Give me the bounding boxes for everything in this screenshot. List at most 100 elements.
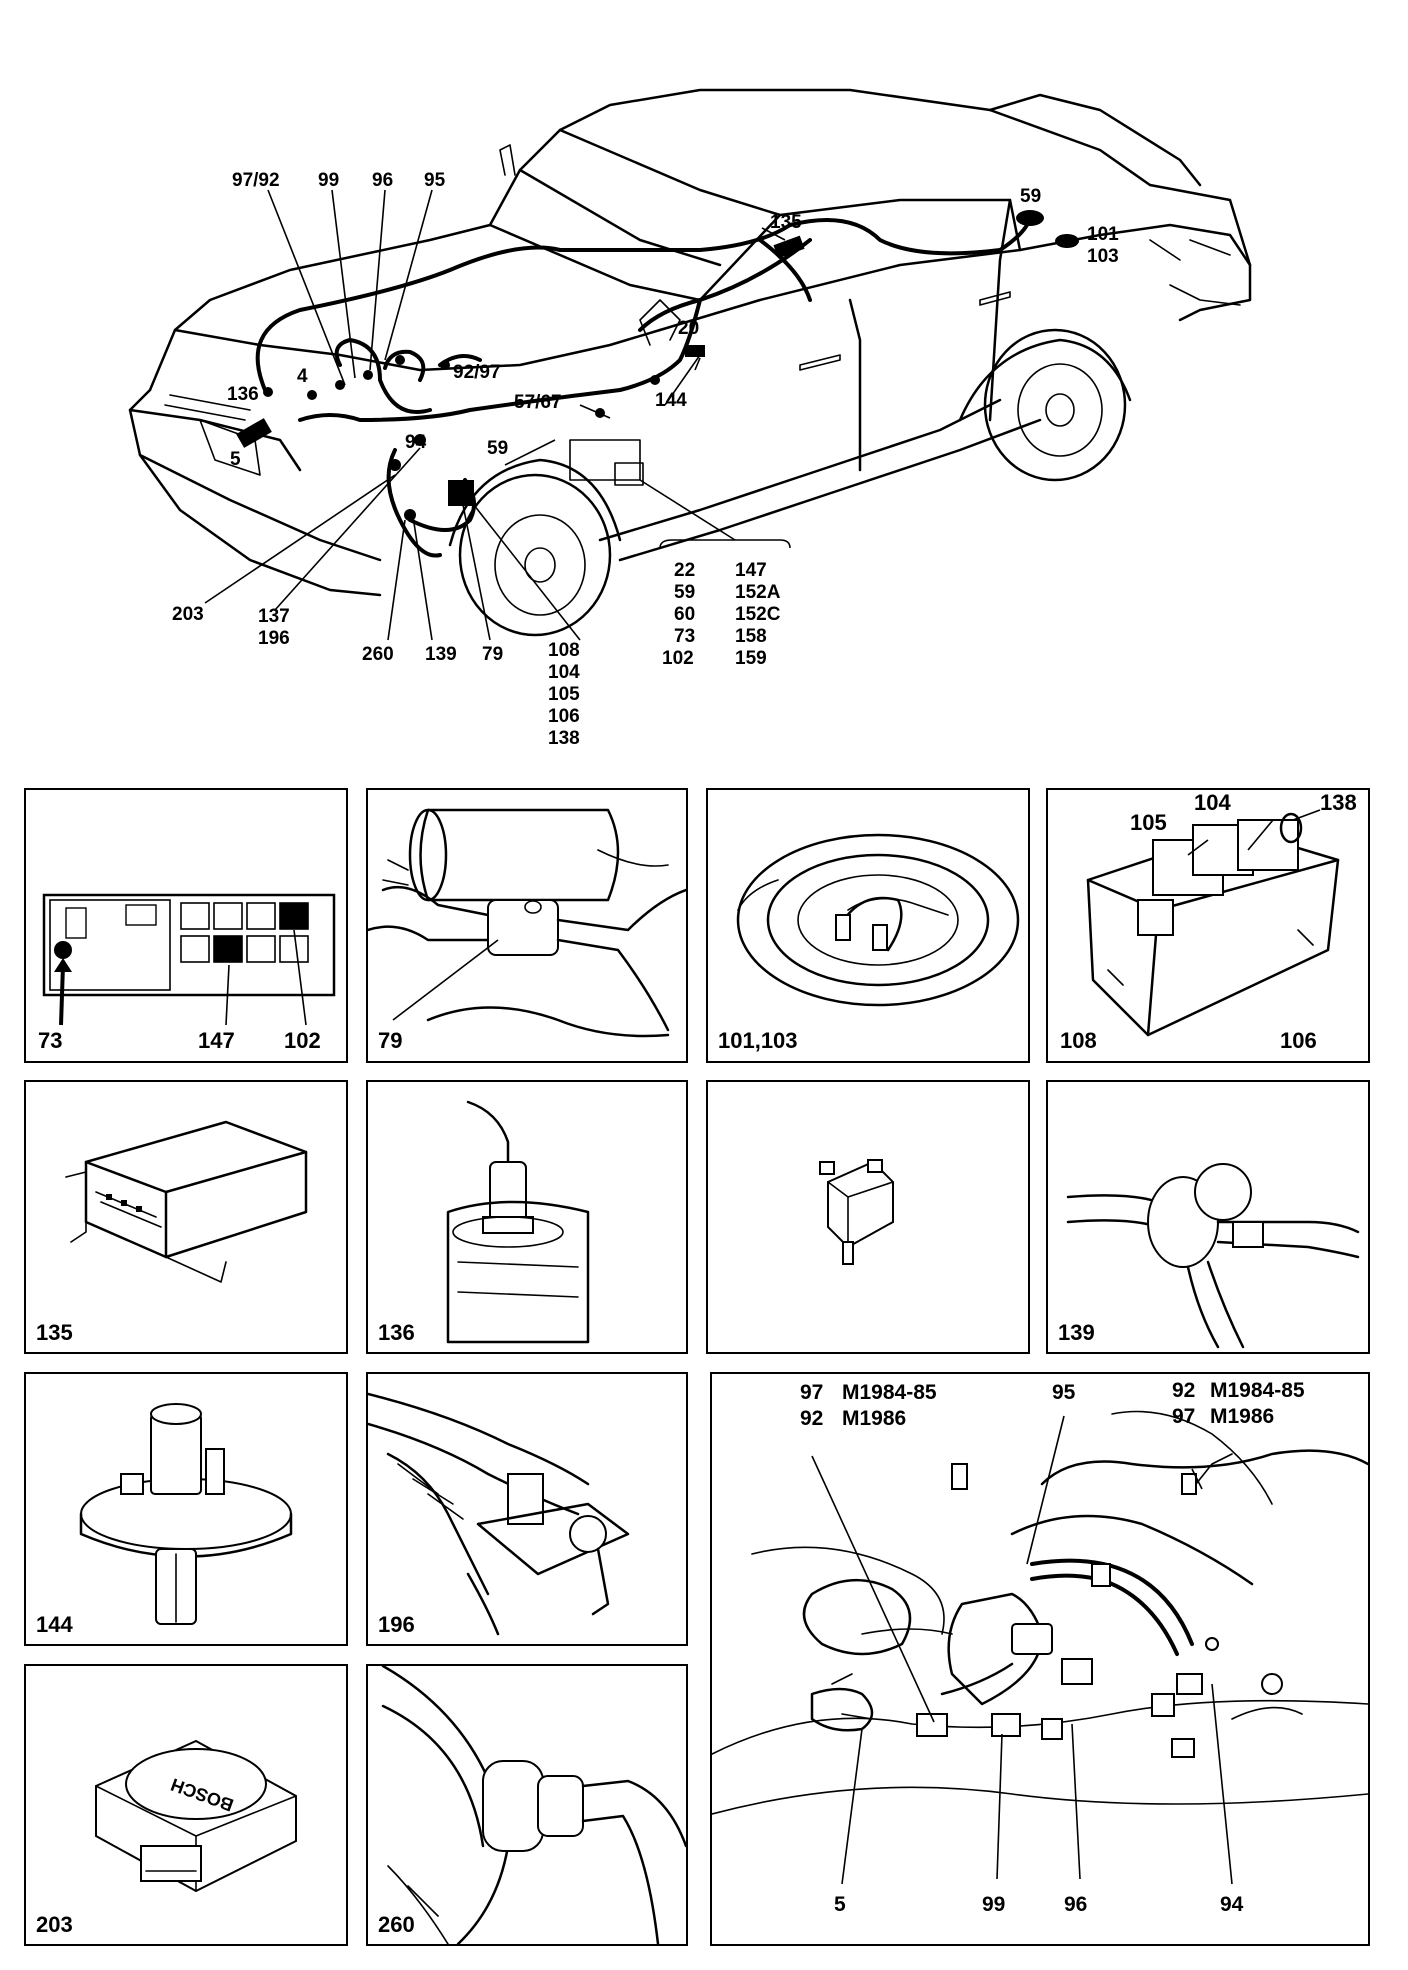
panel-engine-detail: 97 M1984-85 92 M1986 95 92 M1984-85 97 M… (710, 1372, 1370, 1946)
callout-95: 95 (424, 170, 446, 191)
group-right-2: 152A (735, 582, 781, 603)
leader-lines (204, 189, 791, 641)
callout-196: 196 (258, 628, 290, 649)
engine-note-m1986-a: M1986 (842, 1407, 907, 1430)
group-right-5: 159 (735, 648, 767, 669)
callout-57-67: 57/67 (514, 392, 562, 413)
engine-note-m1984-85-b: M1984-85 (1210, 1379, 1305, 1402)
engine-note-92-b: 92 (1172, 1379, 1196, 1402)
pressure-switch-drawing (79, 1403, 293, 1625)
throttle-switch-drawing: BOSCH (95, 1739, 297, 1893)
fuel-filter-label-79: 79 (378, 1028, 403, 1053)
oxygen-sensor-label-136: 136 (378, 1320, 415, 1345)
callout-203: 203 (172, 604, 204, 625)
rear-wheel (983, 328, 1127, 482)
group-left-5: 102 (662, 648, 694, 669)
callout-99: 99 (318, 170, 339, 191)
car-overview-diagram: 97/92 99 96 95 135 59 101 103 20 92/97 1… (128, 88, 1252, 749)
callout-136: 136 (227, 384, 259, 405)
callout-97-92: 97/92 (232, 170, 280, 191)
car-body-outline (128, 88, 1252, 597)
engine-note-97-b: 97 (1172, 1405, 1196, 1428)
component-markers (236, 210, 1079, 521)
relay-box-label-105: 105 (1130, 810, 1167, 835)
control-unit-label-135: 135 (36, 1320, 73, 1345)
engine-note-97-a: 97 (800, 1381, 824, 1404)
group-left-2: 59 (674, 582, 695, 603)
callout-20: 20 (678, 318, 699, 339)
group-right-3: 152C (735, 604, 781, 625)
callout-104: 104 (548, 662, 580, 683)
pressure-switch-label-144: 144 (36, 1612, 73, 1637)
panel-valve (706, 1080, 1030, 1354)
callout-5: 5 (230, 449, 241, 470)
relay-board-label-102: 102 (284, 1028, 321, 1053)
callout-137: 137 (258, 606, 290, 627)
engine-callout-96: 96 (1064, 1893, 1088, 1916)
panel-sensor-260: 260 (366, 1664, 688, 1946)
sensor-196-drawing (368, 1392, 630, 1636)
callout-260: 260 (362, 644, 394, 665)
engine-callout-5: 5 (834, 1893, 846, 1916)
engine-note-m1984-85-a: M1984-85 (842, 1381, 937, 1404)
valve-drawing (819, 1159, 894, 1265)
pipe-connector-label-139: 139 (1058, 1320, 1095, 1345)
engine-callout-94: 94 (1220, 1893, 1244, 1916)
panel-relay-box: 105 104 138 108 106 (1046, 788, 1370, 1063)
wiring-harness (255, 213, 1032, 558)
pipe-connector-drawing (1066, 1163, 1360, 1349)
panel-fuel-filter: 79 (366, 788, 688, 1063)
relay-board-label-73: 73 (38, 1028, 63, 1053)
relay-board-drawing (42, 893, 336, 1026)
callout-139: 139 (425, 644, 457, 665)
panel-oxygen-sensor: 136 (366, 1080, 688, 1354)
callout-105: 105 (548, 684, 580, 705)
engine-callout-99: 99 (982, 1893, 1006, 1916)
throttle-switch-label-203: 203 (36, 1912, 73, 1937)
callout-101: 101 (1087, 224, 1119, 245)
panel-throttle-switch: BOSCH 203 (24, 1664, 348, 1946)
front-wheel (458, 473, 612, 637)
callout-59-rear: 59 (1020, 186, 1041, 207)
control-unit-drawing (65, 1120, 308, 1283)
callout-94: 94 (405, 432, 427, 453)
callout-106: 106 (548, 706, 580, 727)
callout-103: 103 (1087, 246, 1119, 267)
relay-box-label-104: 104 (1194, 790, 1231, 815)
panel-control-unit: 135 (24, 1080, 348, 1354)
fuel-pump-drawing (736, 833, 1020, 1007)
callout-79: 79 (482, 644, 503, 665)
fuel-filter-drawing (368, 808, 686, 1038)
callout-92-97: 92/97 (453, 362, 501, 383)
panel-fuel-pump: 101,103 (706, 788, 1030, 1063)
callout-138: 138 (548, 728, 580, 749)
relay-box-drawing (1086, 809, 1340, 1037)
callout-144: 144 (655, 390, 687, 411)
callout-108: 108 (548, 640, 580, 661)
callout-4: 4 (297, 366, 308, 387)
sensor-260-drawing (381, 1666, 686, 1944)
relay-board-label-147: 147 (198, 1028, 235, 1053)
panel-sensor-196: 196 (366, 1372, 688, 1646)
group-right-4: 158 (735, 626, 767, 647)
callout-59: 59 (487, 438, 508, 459)
relay-box-label-138: 138 (1320, 790, 1357, 815)
engine-callout-95: 95 (1052, 1381, 1076, 1404)
group-left-1: 22 (674, 560, 695, 581)
panel-pipe-connector: 139 (1046, 1080, 1370, 1354)
callout-135: 135 (770, 212, 802, 233)
engine-note-92-a: 92 (800, 1407, 824, 1430)
engine-detail-drawing (712, 1410, 1368, 1885)
engine-note-m1986-b: M1986 (1210, 1405, 1275, 1428)
group-left-3: 60 (674, 604, 695, 625)
relay-box-label-106: 106 (1280, 1028, 1317, 1053)
sensor-196-label: 196 (378, 1612, 415, 1637)
fuel-pump-label-101-103: 101,103 (718, 1028, 798, 1053)
callout-96: 96 (372, 170, 393, 191)
sensor-260-label: 260 (378, 1912, 415, 1937)
callout-group-list: 22 147 59 152A 60 152C 73 158 102 159 (662, 560, 781, 669)
panel-relay-board: 73 147 102 (24, 788, 348, 1063)
relay-box-label-108: 108 (1060, 1028, 1097, 1053)
oxygen-sensor-drawing (446, 1100, 590, 1344)
panel-pressure-switch: 144 (24, 1372, 348, 1646)
